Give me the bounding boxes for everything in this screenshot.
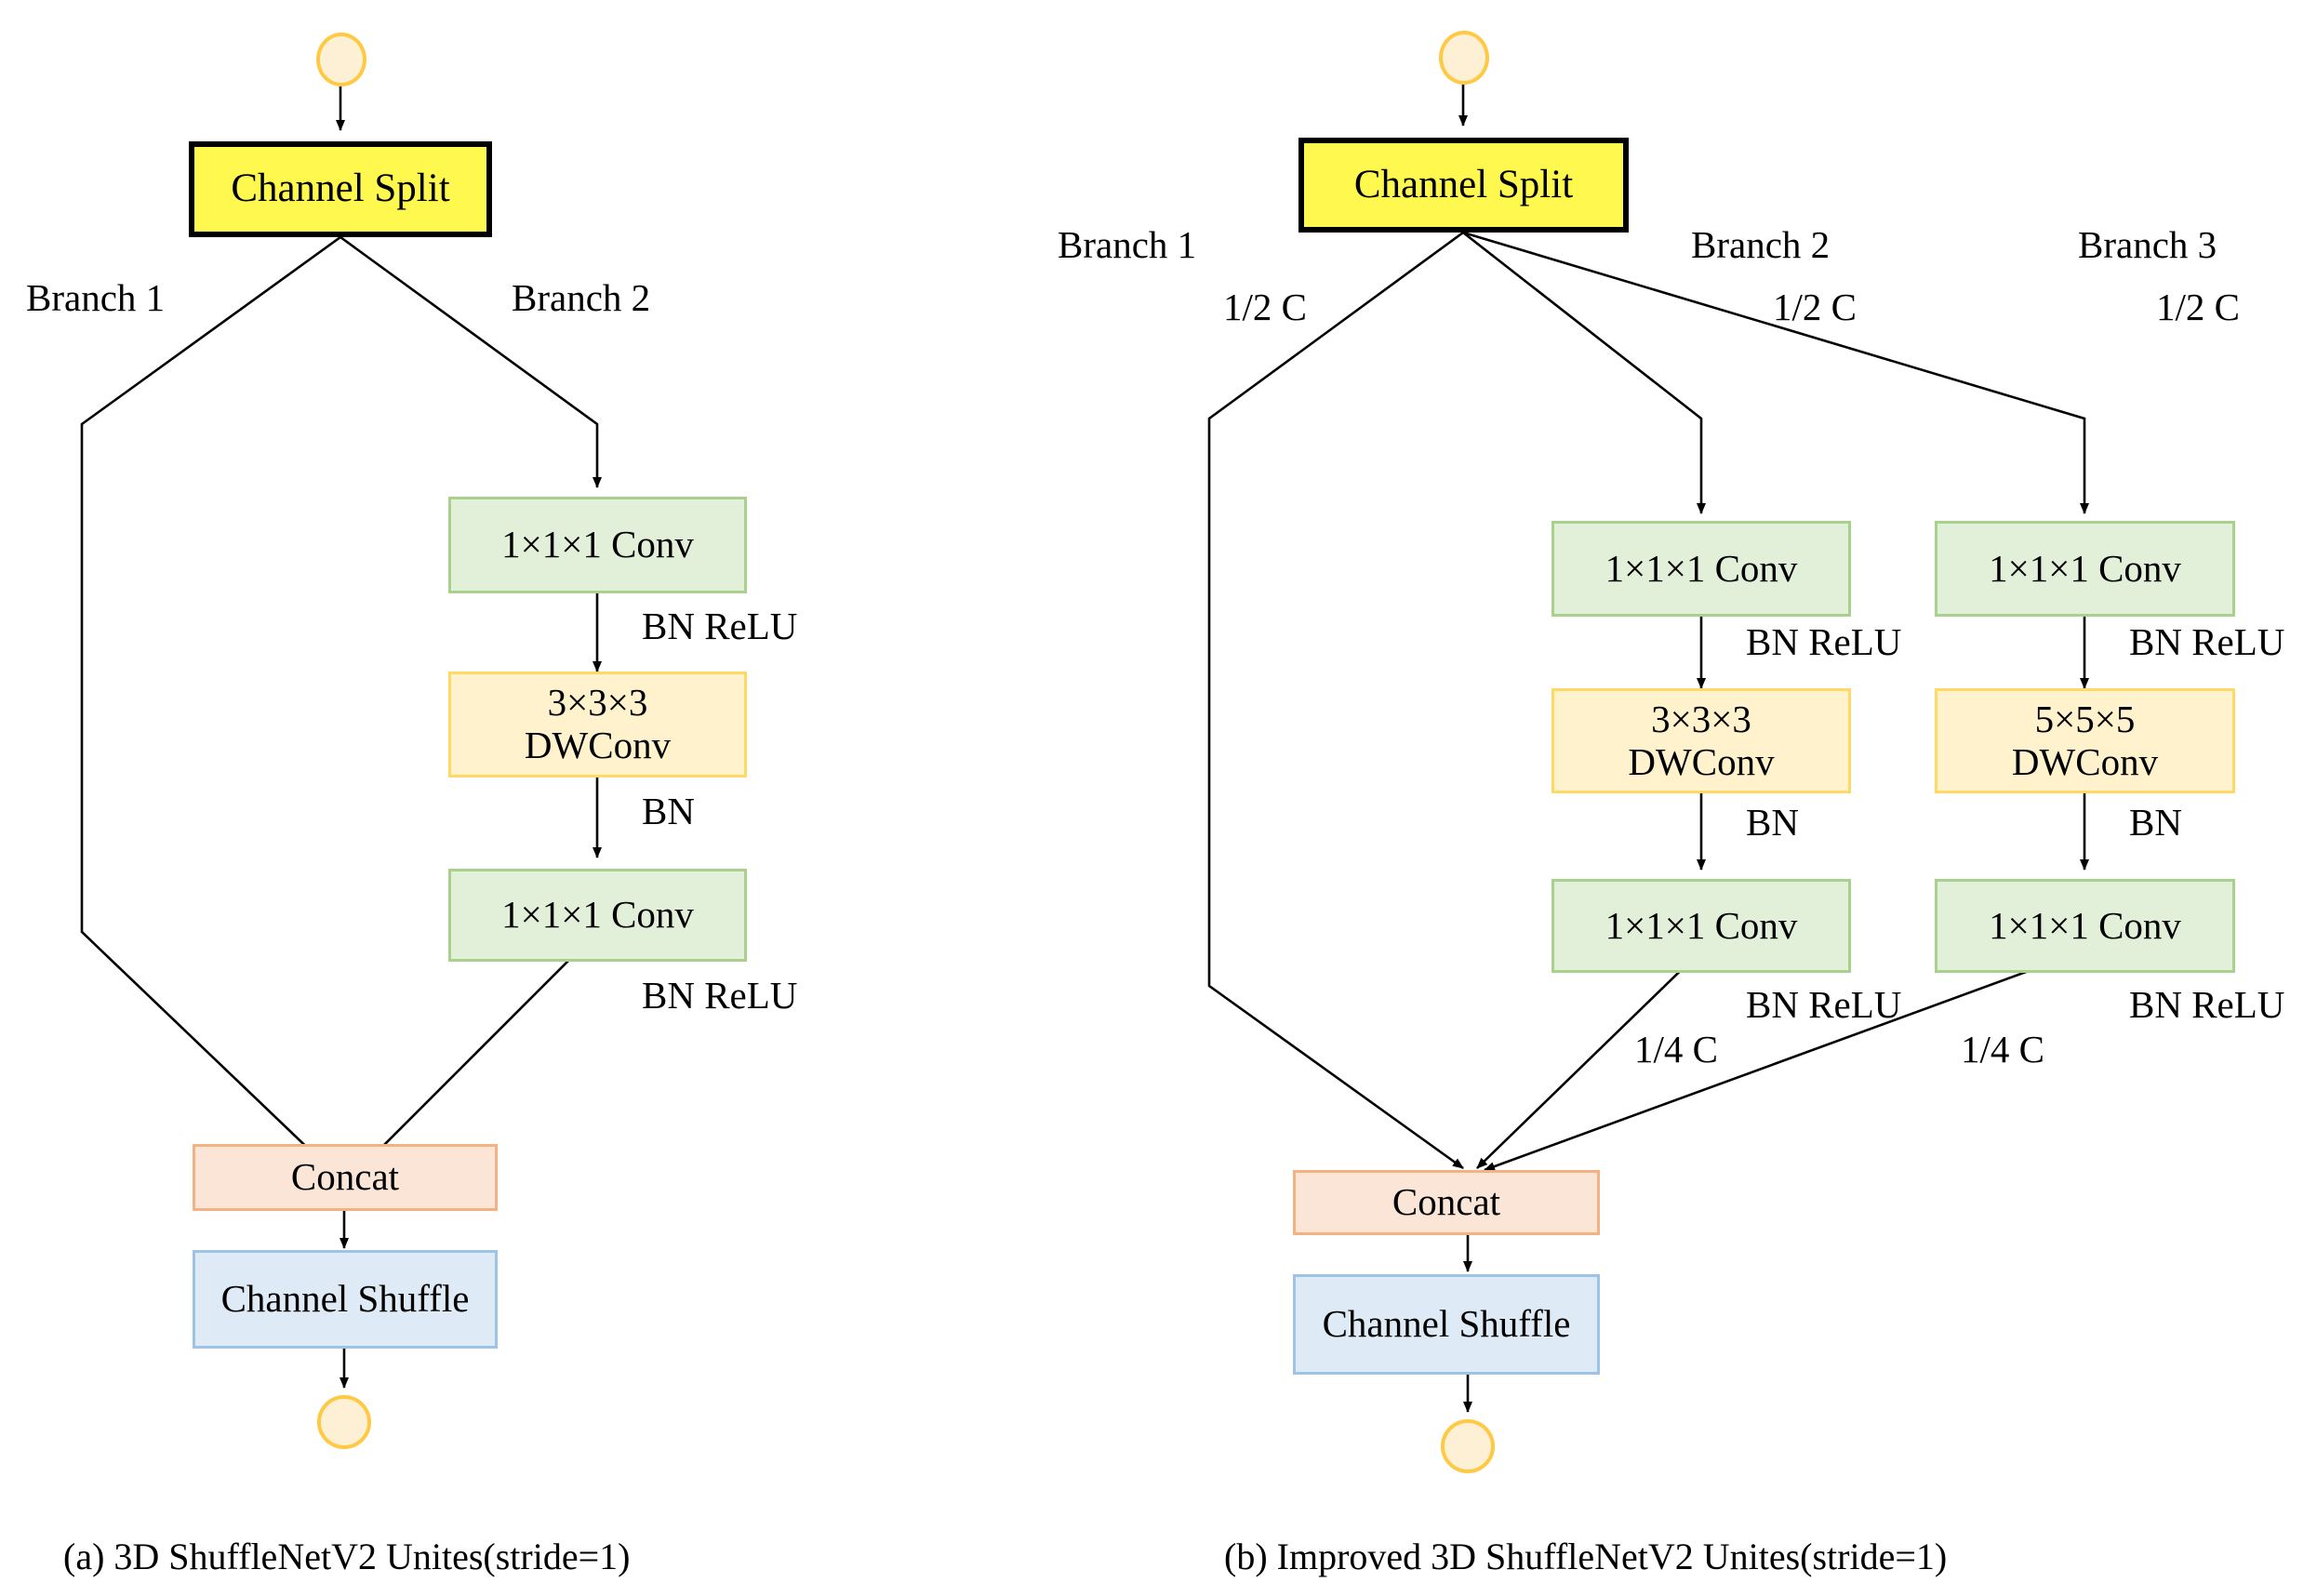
- panel-b-branch3-dwconv-box[interactable]: 5×5×5 DWConv: [1935, 688, 2235, 793]
- panel-b-branch2-conv1-box[interactable]: 1×1×1 Conv: [1551, 521, 1851, 617]
- panel-a-branch-2-label: Branch 2: [512, 276, 651, 319]
- panel-b-input-terminal: [1439, 31, 1489, 85]
- panel-b-channel-shuffle-box[interactable]: Channel Shuffle: [1293, 1274, 1600, 1375]
- panel-b-branch2-channel-in-label: 1/2 C: [1773, 286, 1857, 328]
- panel-b-output-terminal: [1441, 1419, 1495, 1473]
- panel-b-branch-3-label: Branch 3: [2078, 223, 2217, 266]
- panel-b-branch-1-label: Branch 1: [1058, 223, 1197, 266]
- panel-a-branch2-conv2-box[interactable]: 1×1×1 Conv: [448, 869, 747, 962]
- panel-a-branch2-edge3-label: BN ReLU: [642, 974, 798, 1017]
- panel-b-channel-split-box[interactable]: Channel Split: [1298, 138, 1629, 233]
- panel-b-branch3-conv1-box[interactable]: 1×1×1 Conv: [1935, 521, 2235, 617]
- panel-b-branch3-edge1-label: BN ReLU: [2129, 620, 2285, 663]
- panel-b-branch3-channel-out-label: 1/4 C: [1961, 1028, 2044, 1071]
- panel-b-branch1-channel-in-label: 1/2 C: [1223, 286, 1307, 328]
- panel-a-branch2-edge1-label: BN ReLU: [642, 605, 798, 647]
- panel-a-output-terminal: [317, 1395, 371, 1449]
- panel-a-branch2-conv1-box[interactable]: 1×1×1 Conv: [448, 497, 747, 593]
- panel-b-caption: (b) Improved 3D ShuffleNetV2 Unites(stri…: [1224, 1536, 1948, 1577]
- panel-b-branch-2-label: Branch 2: [1691, 223, 1831, 266]
- panel-a-branch2-dwconv-box[interactable]: 3×3×3 DWConv: [448, 672, 747, 778]
- panel-b-branch2-edge1-label: BN ReLU: [1746, 620, 1902, 663]
- panel-a-caption: (a) 3D ShuffleNetV2 Unites(stride=1): [63, 1536, 631, 1577]
- panel-b-branch2-edge3-label: BN ReLU: [1746, 983, 1902, 1026]
- panel-b-branch2-dwconv-box[interactable]: 3×3×3 DWConv: [1551, 688, 1851, 793]
- panel-a-input-terminal: [316, 33, 366, 86]
- panel-b-branch3-channel-in-label: 1/2 C: [2156, 286, 2240, 328]
- panel-a-channel-shuffle-box[interactable]: Channel Shuffle: [193, 1250, 498, 1349]
- panel-b-branch3-edge3-label: BN ReLU: [2129, 983, 2285, 1026]
- panel-b-branch2-edge2-label: BN: [1746, 801, 1799, 844]
- panel-a-branch-1-label: Branch 1: [26, 276, 166, 319]
- panel-b-concat-box[interactable]: Concat: [1293, 1170, 1600, 1235]
- panel-a-concat-box[interactable]: Concat: [193, 1144, 498, 1211]
- panel-b-branch2-channel-out-label: 1/4 C: [1634, 1028, 1718, 1071]
- panel-a-branch2-edge2-label: BN: [642, 790, 695, 832]
- panel-b-branch2-conv2-box[interactable]: 1×1×1 Conv: [1551, 879, 1851, 973]
- panel-b-branch3-conv2-box[interactable]: 1×1×1 Conv: [1935, 879, 2235, 973]
- panel-b-branch3-edge2-label: BN: [2129, 801, 2182, 844]
- panel-a-channel-split-box[interactable]: Channel Split: [189, 141, 492, 237]
